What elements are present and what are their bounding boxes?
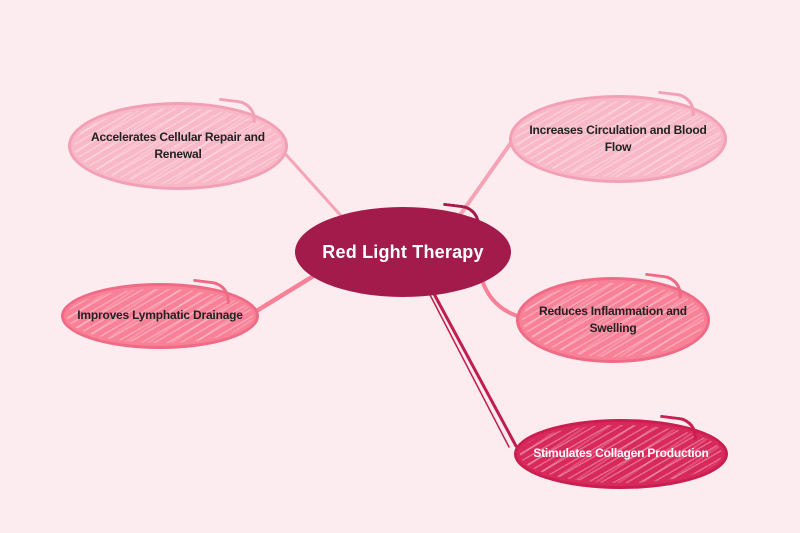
node-label: Increases Circulation and Blood Flow	[529, 122, 707, 154]
node-red-light-therapy[interactable]: Red Light Therapy	[295, 202, 511, 297]
node-label: Improves Lymphatic Drainage	[77, 308, 243, 323]
center-node-label: Red Light Therapy	[322, 241, 484, 262]
node-stimulates-collagen[interactable]: Stimulates Collagen Production	[514, 414, 728, 489]
node-increases-circulation[interactable]: Increases Circulation and Blood Flow	[509, 90, 727, 183]
node-improves-lymphatic-drainage[interactable]: Improves Lymphatic Drainage	[61, 278, 259, 349]
node-reduces-inflammation[interactable]: Reduces Inflammation and Swelling	[516, 272, 710, 363]
edge-center-to-stimulates-collagen-sketch-stroke	[427, 290, 510, 448]
node-label: Reduces Inflammation and Swelling	[539, 303, 687, 335]
edge-center-to-stimulates-collagen	[431, 290, 518, 448]
node-label: Accelerates Cellular Repair and Renewal	[91, 129, 265, 161]
edge-center-to-improves-lymphatic-drainage	[247, 269, 323, 318]
node-accelerates-cellular-repair[interactable]: Accelerates Cellular Repair and Renewal	[68, 97, 288, 190]
node-label: Stimulates Collagen Production	[533, 446, 709, 461]
